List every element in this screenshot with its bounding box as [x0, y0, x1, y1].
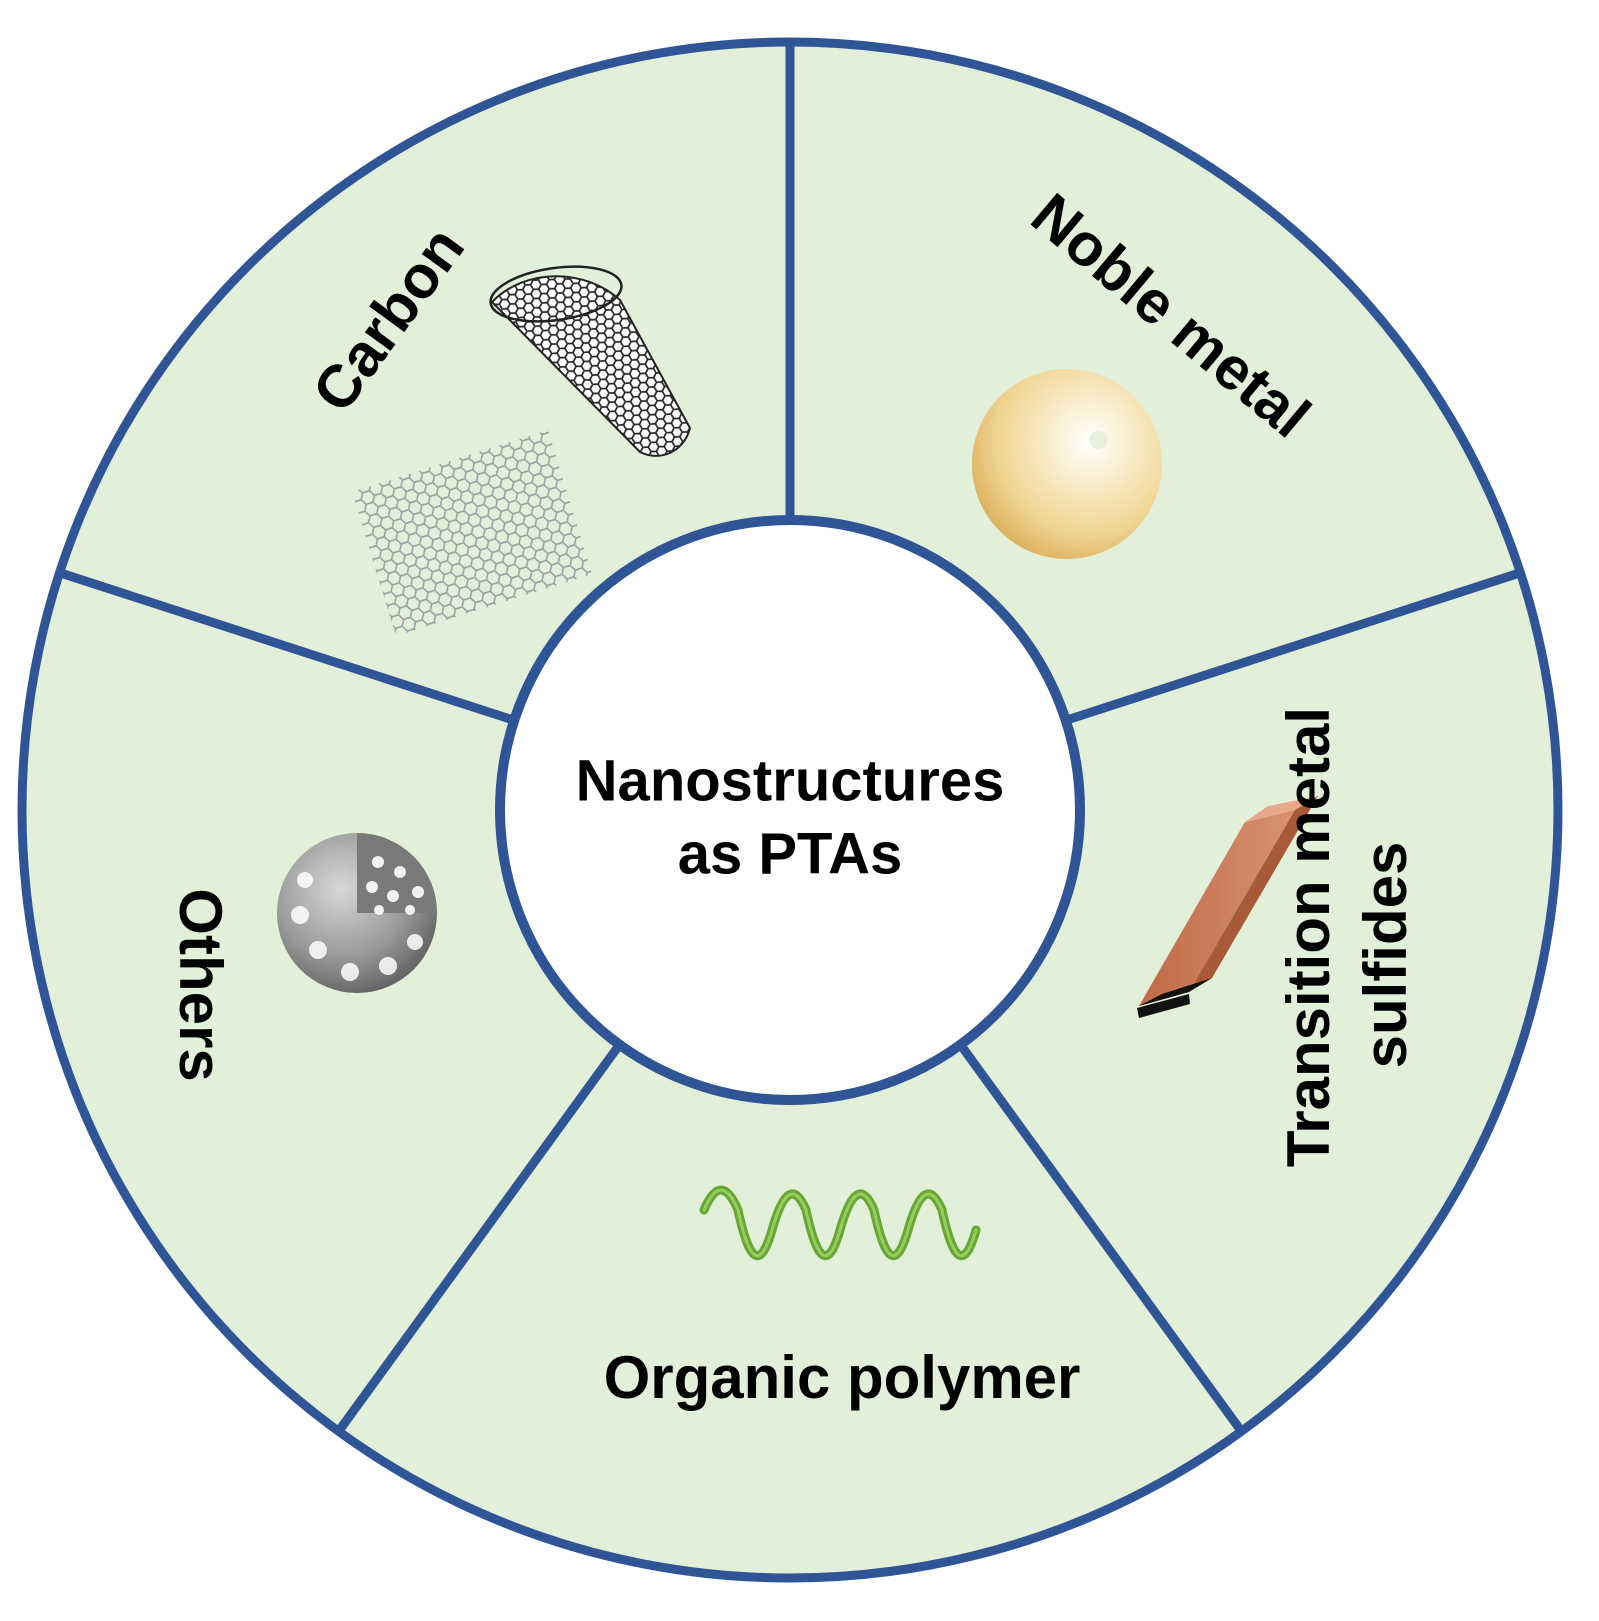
segment-tms — [960, 572, 1558, 1432]
center-circle — [495, 515, 1085, 1105]
segment-divider — [334, 1041, 624, 1434]
segment-others — [22, 572, 620, 1432]
segment-noble — [790, 42, 1521, 721]
tms-illustration — [1137, 796, 1318, 1018]
noble-metal-illustration — [972, 369, 1162, 559]
segment-divider — [58, 568, 516, 725]
others-illustration — [277, 833, 437, 993]
organic-polymer-illustration — [699, 1185, 981, 1261]
gold-nanosphere-icon — [972, 369, 1162, 559]
tms-label-line2: sulfides — [1352, 842, 1419, 1069]
center-title-line2: as PTAs — [678, 821, 903, 886]
carbon-illustration — [352, 265, 692, 636]
tms-label-line1: Transition metal — [1275, 707, 1342, 1167]
segment-organic — [338, 1044, 1242, 1578]
segment-carbon — [59, 42, 790, 721]
segments — [17, 37, 1563, 1583]
others-label: Others — [167, 888, 234, 1081]
segment-divider — [1064, 568, 1522, 725]
center-title-line1: Nanostructures — [576, 748, 1005, 813]
organic-polymer-label: Organic polymer — [604, 1344, 1081, 1411]
segment-divider — [956, 1041, 1246, 1434]
